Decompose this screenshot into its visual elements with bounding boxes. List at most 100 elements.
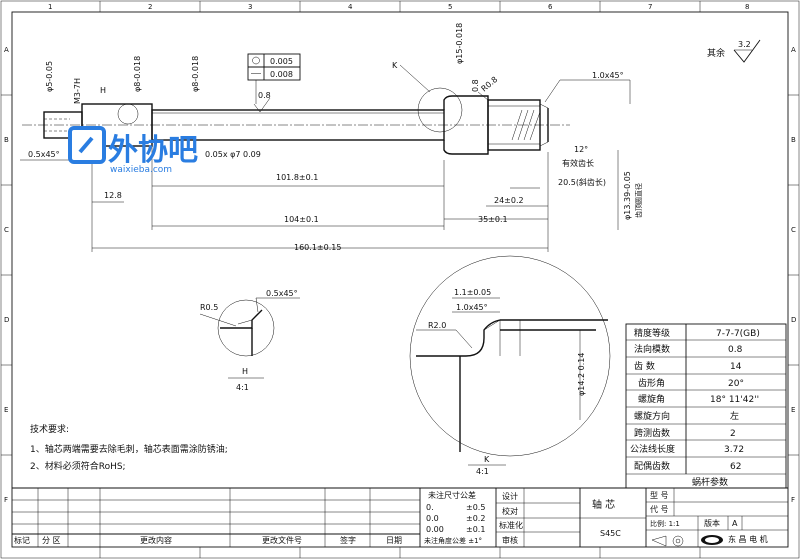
roughness-main: 0.8 [258, 91, 271, 100]
detail-k-diameter: φ14.2 0.14 [577, 353, 586, 396]
gear-param-value-5: 左 [730, 410, 739, 422]
gear-param-value-1: 0.8 [728, 345, 743, 355]
dim-radius: R0.8 [480, 75, 500, 94]
dim-left-end: φ5-0.05 [45, 61, 54, 92]
roughness-symbol-icon [733, 39, 761, 63]
detail-h-label: H [242, 367, 248, 376]
gear-param-value-7: 3.72 [724, 445, 744, 455]
tb-part-name: 轴 芯 [592, 498, 615, 511]
tb-tol-header: 未注尺寸公差 [428, 490, 476, 500]
detail-h-scale: 4:1 [236, 383, 249, 392]
dim-tooth-len: 20.5(斜齿长) [558, 177, 606, 187]
dim-len-12: 12.8 [104, 191, 122, 200]
zone-num-6: 6 [548, 3, 553, 11]
tb-header-mark: 标记 [14, 535, 30, 545]
tb-header-file: 更改文件号 [262, 535, 302, 545]
tol-run: 0.008 [270, 70, 293, 79]
detail-h-view: 0.5x45° R0.5 H 4:1 [199, 289, 300, 392]
gear-param-value-2: 14 [730, 362, 742, 372]
tech-req-item-1: 1、轴芯两端需要去除毛刺，轴芯表面需涂防锈油; [30, 443, 228, 455]
gear-param-label-2: 齿 数 [634, 360, 655, 372]
main-shaft-view [22, 87, 570, 155]
tb-check: 校对 [502, 506, 518, 516]
gear-param-value-8: 62 [730, 462, 741, 472]
tb-standard: 标准化 [499, 520, 523, 530]
dim-groove: 0.05x φ7 0.09 [205, 150, 261, 159]
gear-param-label-4: 螺旋角 [638, 393, 665, 405]
dim-tip-diameter: φ13.39-0.05 [623, 171, 632, 220]
tb-tol-2a: 0.00 [426, 525, 444, 534]
flatness-icon [252, 56, 260, 65]
gear-param-value-4: 18° 11'42'' [710, 395, 759, 405]
zone-letter-e: E [4, 406, 8, 414]
tb-header-zone: 分 区 [42, 536, 61, 545]
zone-num-1: 1 [48, 3, 52, 11]
detail-k-dim-11: 1.1±0.05 [454, 288, 491, 297]
tb-design: 设计 [502, 491, 518, 501]
tb-material: S45C [600, 529, 621, 538]
detail-k-view: 1.1±0.05 1.0x45° R2.0 φ14.2 0.14 K 4:1 [409, 255, 611, 476]
remaining-value: 3.2 [738, 40, 751, 49]
dim-d15: φ15-0.018 [455, 23, 464, 64]
gear-param-label-5: 螺旋方向 [634, 410, 670, 422]
gear-params-caption: 蜗杆参数 [692, 476, 728, 488]
detail-k-label: K [484, 455, 490, 464]
detail-k-scale: 4:1 [476, 467, 489, 476]
zone-num-7: 7 [648, 3, 652, 11]
dim-helix-angle: 12° [574, 145, 588, 154]
tb-tol-2b: ±0.1 [466, 525, 485, 534]
dim-chamfer-left: 0.5x45° [28, 150, 60, 159]
zone-letter-f-right: F [791, 496, 795, 504]
gear-param-value-0: 7-7-7(GB) [716, 329, 760, 339]
inner-frame [11, 11, 789, 548]
tb-company: 东 昌 电 机 [728, 534, 768, 544]
zone-letter-c: C [4, 226, 9, 234]
gear-param-label-7: 公法线长度 [630, 443, 675, 455]
detail-k-radius: R2.0 [428, 321, 446, 330]
gear-param-label-3: 齿形角 [638, 377, 665, 389]
gear-param-label-6: 跨测齿数 [634, 427, 670, 439]
gear-param-label-1: 法向模数 [634, 343, 670, 355]
gear-param-value-6: 2 [730, 429, 736, 439]
gear-param-label-8: 配偶齿数 [634, 460, 670, 472]
tb-header-change: 更改内容 [140, 535, 172, 545]
dim-len-160: 160.1±0.15 [294, 243, 341, 252]
roughness-main-icon [253, 97, 271, 113]
tolerance-frame: 0.005 0.008 [247, 53, 301, 81]
zone-letter-f: F [4, 496, 8, 504]
zone-letter-a: A [4, 46, 9, 54]
dim-tip-note: 齿顶圆直径 [634, 183, 643, 218]
tb-model-label: 型 号 [650, 491, 669, 500]
zone-num-5: 5 [448, 3, 452, 11]
dim-len-104: 104±0.1 [284, 215, 319, 224]
logo-text: 外协吧 [108, 133, 198, 168]
zone-num-8: 8 [745, 3, 749, 11]
main-dimension-lines [20, 64, 631, 252]
dim-len-24: 24±0.2 [494, 196, 524, 205]
zone-letter-d-right: D [791, 316, 796, 324]
watermark-logo: 外协吧 waixieba.com [68, 126, 198, 175]
zone-letter-e-right: E [791, 406, 795, 414]
title-block: 未注尺寸公差 0. ±0.5 0.0 ±0.2 0.00 ±0.1 未注角度公差… [12, 487, 788, 547]
tech-req-item-2: 2、材料必须符合RoHS; [30, 460, 126, 472]
tb-tol-1a: 0.0 [426, 514, 439, 523]
roughness-k: 0.8 [471, 79, 480, 92]
zone-letter-c-right: C [791, 226, 796, 234]
zone-letter-b-right: B [791, 136, 796, 144]
tb-header-sign: 签字 [340, 535, 356, 545]
dim-d8-b: φ8-0.018 [191, 56, 200, 92]
tb-version-label: 版本 [704, 518, 720, 528]
gear-param-value-3: 20° [728, 379, 744, 389]
tb-tol-1b: ±0.2 [466, 514, 485, 523]
tol-flat: 0.005 [270, 57, 293, 66]
dim-len-35: 35±0.1 [478, 215, 508, 224]
tech-requirements: 技术要求: 1、轴芯两端需要去除毛刺，轴芯表面需涂防锈油; 2、材料必须符合Ro… [30, 423, 228, 472]
tb-tol-0b: ±0.5 [466, 503, 485, 512]
dim-thread: M3-7H [73, 78, 82, 104]
gear-param-label-0: 精度等级 [634, 327, 670, 339]
zone-letter-d: D [4, 316, 9, 324]
tb-header-date: 日期 [386, 536, 402, 545]
